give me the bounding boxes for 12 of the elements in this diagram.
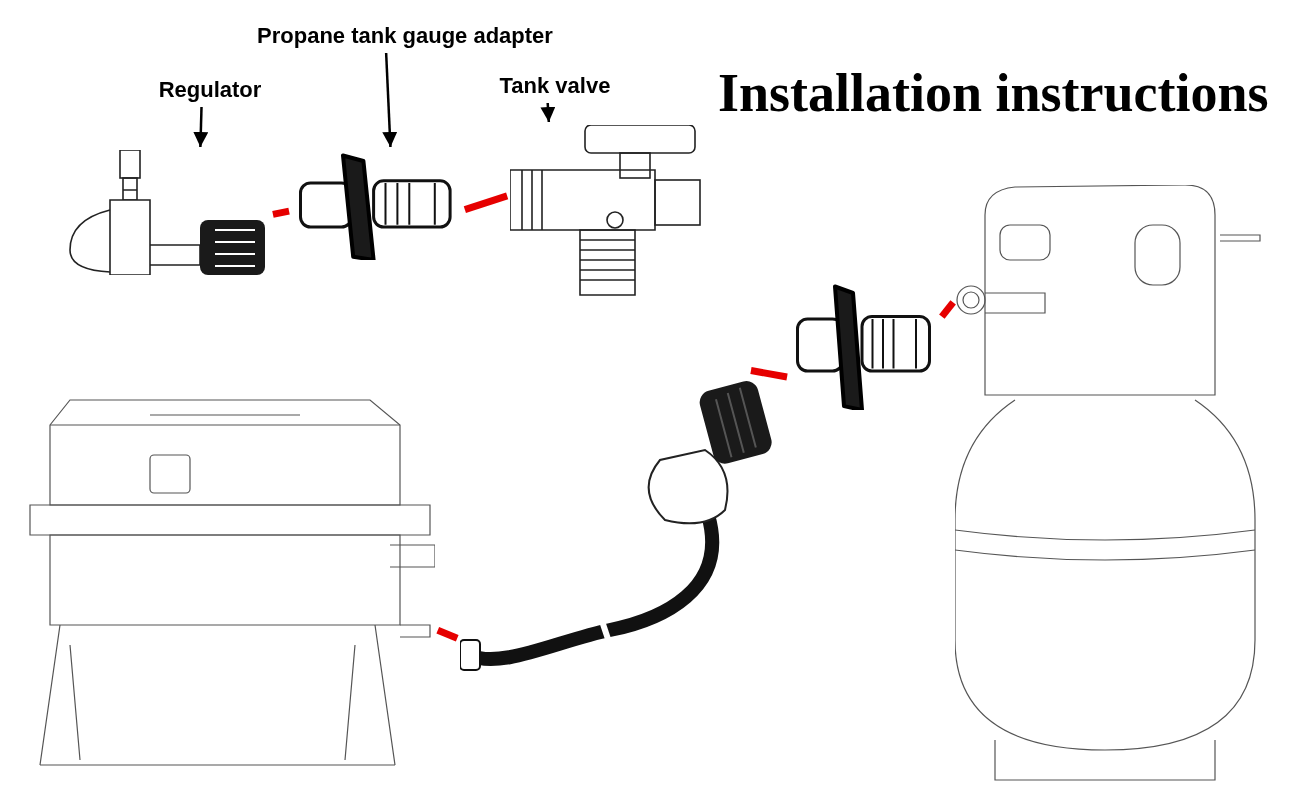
connection-line: [939, 300, 956, 319]
connection-line: [436, 626, 459, 642]
connection-line: [750, 367, 788, 381]
connection-line: [272, 207, 290, 218]
part-label: Propane tank gauge adapter: [215, 20, 595, 50]
part-label: Tank valve: [480, 70, 630, 100]
connection-line: [463, 192, 509, 213]
part-label: Regulator: [140, 74, 280, 104]
title: Installation instructions: [718, 62, 1269, 125]
pointer-arrow: [540, 102, 556, 123]
pointer-arrow: [382, 52, 398, 148]
pointer-arrow: [193, 106, 209, 148]
